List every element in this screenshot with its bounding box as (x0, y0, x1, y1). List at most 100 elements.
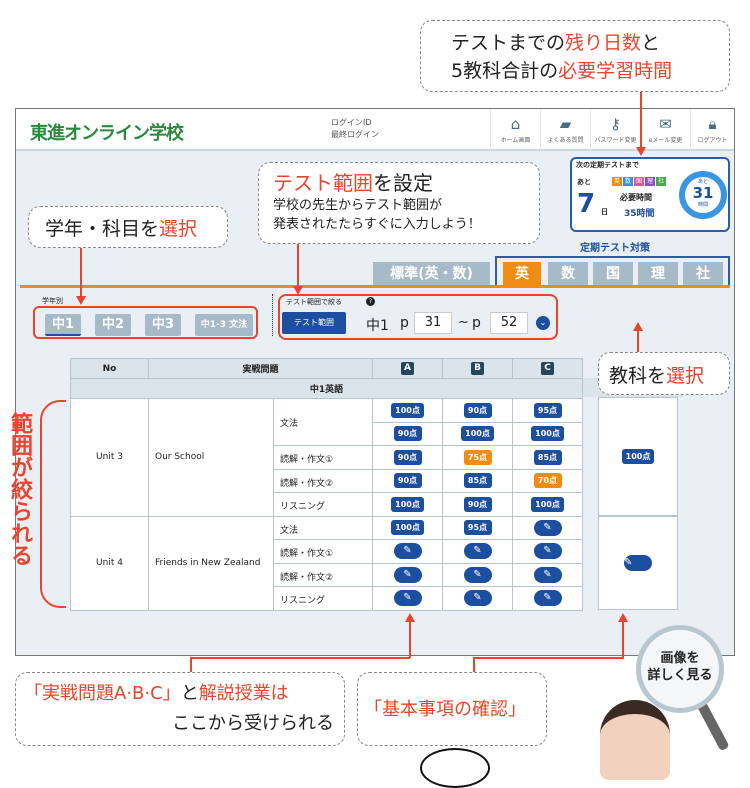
text: 教科を (609, 365, 667, 387)
test-range-button[interactable]: テスト範囲 (282, 312, 346, 334)
tab-standard[interactable]: 標準(英・数) (373, 262, 490, 286)
score-cell: 85点 (512, 445, 583, 470)
range-from-input[interactable]: 31 (414, 312, 452, 334)
pencil-icon[interactable]: ✎ (393, 566, 422, 583)
mail-icon: ✉ (659, 115, 672, 133)
pencil-icon[interactable]: ✎ (463, 543, 492, 560)
subject-chips: 英数国理社 (612, 177, 667, 186)
nav-label: ホーム画面 (500, 137, 531, 144)
table-row: 90点 100点 100点 (71, 421, 583, 446)
text: p (400, 315, 409, 331)
separator (272, 294, 273, 336)
pencil-icon[interactable]: ✎ (533, 519, 562, 536)
help-icon[interactable]: ? (366, 297, 375, 306)
score-badge[interactable]: 70点 (533, 473, 562, 489)
nav-home[interactable]: ⌂ ホーム画面 (490, 109, 540, 151)
score-badge[interactable]: 90点 (393, 473, 422, 489)
pencil-icon[interactable]: ✎ (463, 590, 492, 607)
score-badge[interactable]: 100点 (531, 426, 564, 442)
score-badge[interactable]: 100点 (391, 496, 424, 512)
grade-button-grammar[interactable]: 中1-3 文法 (195, 314, 253, 336)
unit-title: Friends in New Zealand (148, 515, 274, 611)
score-badge[interactable]: 75点 (463, 449, 492, 465)
text: あと (577, 178, 591, 186)
zoom-image-button[interactable]: 画像を 詳しく見る (636, 625, 724, 713)
grade-button-2[interactable]: 中2 (95, 314, 131, 336)
score-badge[interactable]: 90点 (463, 402, 492, 418)
score-badge[interactable]: 90点 (463, 496, 492, 512)
callout-select-grade: 学年・科目を選択 (28, 206, 228, 248)
col-a: A (372, 358, 443, 379)
home-icon: ⌂ (510, 115, 521, 133)
nav-label: パスワード変更 (594, 137, 637, 144)
nav-email[interactable]: ✉eメール変更 (640, 109, 690, 151)
table-row: 読解・作文① 90点 75点 85点 (71, 445, 583, 470)
range-to-input[interactable]: 52 (490, 312, 528, 334)
text: 発表されたたらすぐに入力しよう！ (273, 217, 481, 232)
score-badge[interactable]: 95点 (533, 402, 562, 418)
magnifier-handle (696, 700, 730, 752)
tab-japanese[interactable]: 国 (593, 262, 633, 286)
pencil-icon[interactable]: ✎ (533, 543, 562, 560)
test-prep-label: 定期テスト対策 (580, 243, 650, 254)
callout-basic-check: 「基本事項の確認」 (357, 672, 547, 746)
login-id: ログインID (331, 118, 372, 127)
nav-label: ログアウト (697, 137, 728, 144)
text: テスト範囲 (273, 171, 373, 195)
col-b: B (442, 358, 513, 379)
nav-logout[interactable]: 🔒︎ ログアウト (690, 109, 734, 151)
score-badge[interactable]: 95点 (463, 520, 492, 536)
grade-label: 学年別 (42, 297, 63, 305)
score-cell: 95点 (442, 515, 513, 540)
score-badge[interactable]: 100点 (391, 402, 424, 418)
range-filter: テスト範囲で絞る ? テスト範囲 中1 p 31 ~ p 52 ⌄ (278, 294, 558, 340)
chip: 社 (656, 177, 667, 186)
unit-no: Unit 4 (70, 515, 149, 611)
pencil-icon[interactable]: ✎ (393, 590, 422, 607)
score-badge[interactable]: 100点 (531, 496, 564, 512)
pencil-icon[interactable]: ✎ (393, 543, 422, 560)
score-cell: ✎ (512, 539, 583, 564)
score-cell: ✎ (512, 515, 583, 540)
score-cell: 90点 (372, 468, 443, 493)
chat-icon: ▰ (559, 115, 572, 133)
divider (20, 285, 730, 288)
callout-practice-abc: 「実戦問題A·B·C」と解説授業は ここから受けられる (15, 672, 345, 746)
score-badge[interactable]: 85点 (533, 449, 562, 465)
tab-social[interactable]: 社 (683, 262, 723, 286)
tab-math[interactable]: 数 (548, 262, 588, 286)
grade-button-3[interactable]: 中3 (145, 314, 181, 336)
score-badge[interactable]: 100点 (391, 520, 424, 536)
label-a: A (401, 362, 414, 375)
unit-title: Our School (148, 398, 274, 517)
pencil-icon[interactable]: ✎ (624, 555, 652, 571)
nav-faq[interactable]: ▰よくある質問 (540, 109, 590, 151)
text: あと (697, 179, 708, 185)
chevron-down-icon[interactable]: ⌄ (536, 316, 550, 330)
tab-english[interactable]: 英 (503, 262, 541, 286)
pencil-icon[interactable]: ✎ (533, 590, 562, 607)
sub-category: 読解・作文① (273, 445, 373, 470)
score-badge[interactable]: 90点 (393, 426, 422, 442)
sub-category: 文法 (273, 398, 373, 446)
basic-score-badge[interactable]: 100点 (621, 449, 655, 464)
score-cell: 85点 (442, 468, 513, 493)
pencil-icon[interactable]: ✎ (463, 566, 492, 583)
score-cell: 90点 (442, 492, 513, 517)
pencil-icon[interactable]: ✎ (533, 566, 562, 583)
score-cell: 90点 (442, 398, 513, 423)
lock-icon: 🔒︎ (708, 115, 717, 133)
countdown-panel: 次の定期テストまで あと 7 日 英数国理社 必要時間 35時間 あと 31 時… (570, 157, 730, 232)
score-cell: 75点 (442, 445, 513, 470)
grade-button-1[interactable]: 中1 (45, 314, 81, 336)
tab-science[interactable]: 理 (638, 262, 678, 286)
score-badge[interactable]: 85点 (463, 473, 492, 489)
score-badge[interactable]: 100点 (461, 426, 494, 442)
score-badge[interactable]: 90点 (393, 449, 422, 465)
countdown-title: 次の定期テストまで (576, 161, 639, 169)
nav-password[interactable]: ⚷パスワード変更 (590, 109, 640, 151)
chip: 英 (612, 177, 623, 186)
chip: 数 (623, 177, 634, 186)
